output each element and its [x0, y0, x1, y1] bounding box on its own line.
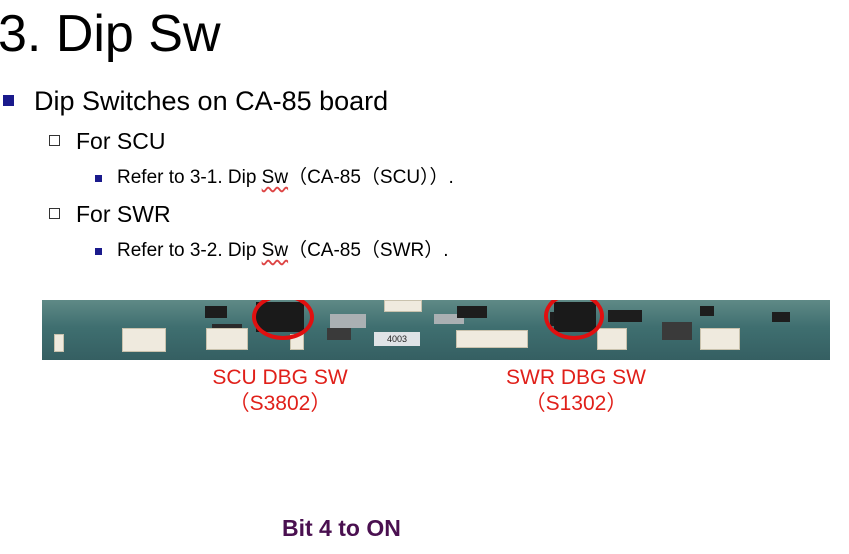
small-square-bullet-icon	[95, 248, 102, 255]
small-square-bullet-icon	[95, 175, 102, 182]
bullet-main-text: Dip Switches on CA-85 board	[34, 86, 389, 116]
bullet-for-scu-text: For SCU	[76, 128, 166, 154]
scu-switch-highlight	[252, 300, 314, 340]
sub-bullet-swr-text: Refer to 3-2. Dip Sw（CA-85（SWR）.	[117, 240, 449, 261]
circuit-board-photo: 4003	[42, 300, 830, 360]
square-bullet-icon	[3, 95, 14, 106]
swr-switch-highlight	[544, 300, 604, 340]
slide-title: 3. Dip Sw	[0, 5, 221, 63]
swr-callout-label: SWR DBG SW （S1302）	[506, 366, 646, 415]
hollow-square-bullet-icon	[49, 208, 60, 219]
sub-bullet-scu-text: Refer to 3-1. Dip Sw（CA-85（SCU））.	[117, 167, 454, 188]
bit-setting-note: Bit 4 to ON	[282, 515, 401, 541]
bullet-for-swr-text: For SWR	[76, 201, 171, 227]
board-label-plate: 4003	[374, 332, 420, 346]
scu-callout-label: SCU DBG SW （S3802）	[212, 366, 348, 415]
hollow-square-bullet-icon	[49, 135, 60, 146]
